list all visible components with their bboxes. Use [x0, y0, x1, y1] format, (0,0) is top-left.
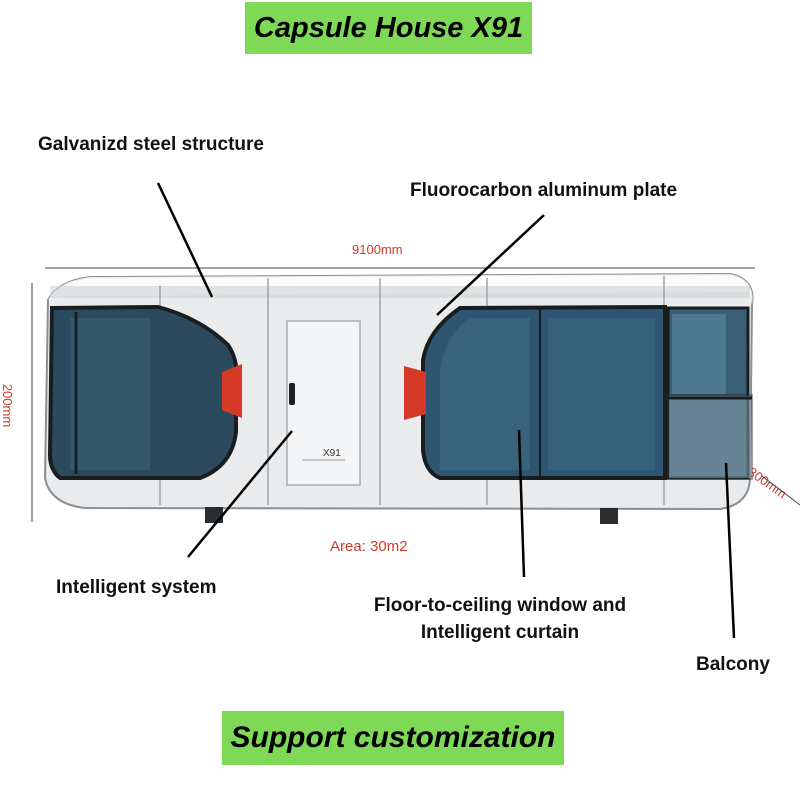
area-label: Area: 30m2 [330, 538, 408, 555]
steel-callout-line [156, 182, 214, 298]
callout-window-line2: Intelligent curtain [420, 622, 580, 643]
right-curtain [548, 318, 655, 470]
callout-window-curtain: Floor-to-ceiling window and Intelligent … [335, 592, 665, 646]
callout-window-line1: Floor-to-ceiling window and [373, 595, 627, 616]
door-model-label: X91 [323, 448, 341, 459]
dimension-length: 9100mm [352, 242, 403, 257]
support-foot [600, 508, 618, 524]
left-curtain [70, 318, 150, 470]
system-callout-line [187, 430, 293, 558]
title-banner: Capsule House X91 [245, 2, 532, 54]
footer-banner: Support customization [222, 711, 564, 765]
window-callout-line [517, 429, 526, 578]
balcony-callout-line [724, 462, 736, 639]
callout-aluminum-plate: Fluorocarbon aluminum plate [410, 180, 678, 201]
callout-intelligent-system: Intelligent system [56, 577, 217, 598]
right-accent-light [404, 366, 426, 420]
roof-band [50, 286, 750, 298]
callout-steel-structure: Galvanizd steel structure [38, 134, 264, 155]
balcony-railing [667, 394, 753, 480]
callout-balcony: Balcony [696, 654, 770, 675]
right-curtain [440, 318, 530, 470]
door-handle[interactable] [289, 383, 295, 405]
support-foot [205, 507, 223, 523]
plate-callout-line [436, 214, 545, 316]
balcony-glass [672, 314, 726, 394]
width-dimension-line [761, 475, 800, 506]
entry-door[interactable] [286, 320, 361, 486]
left-accent-light [222, 364, 242, 418]
